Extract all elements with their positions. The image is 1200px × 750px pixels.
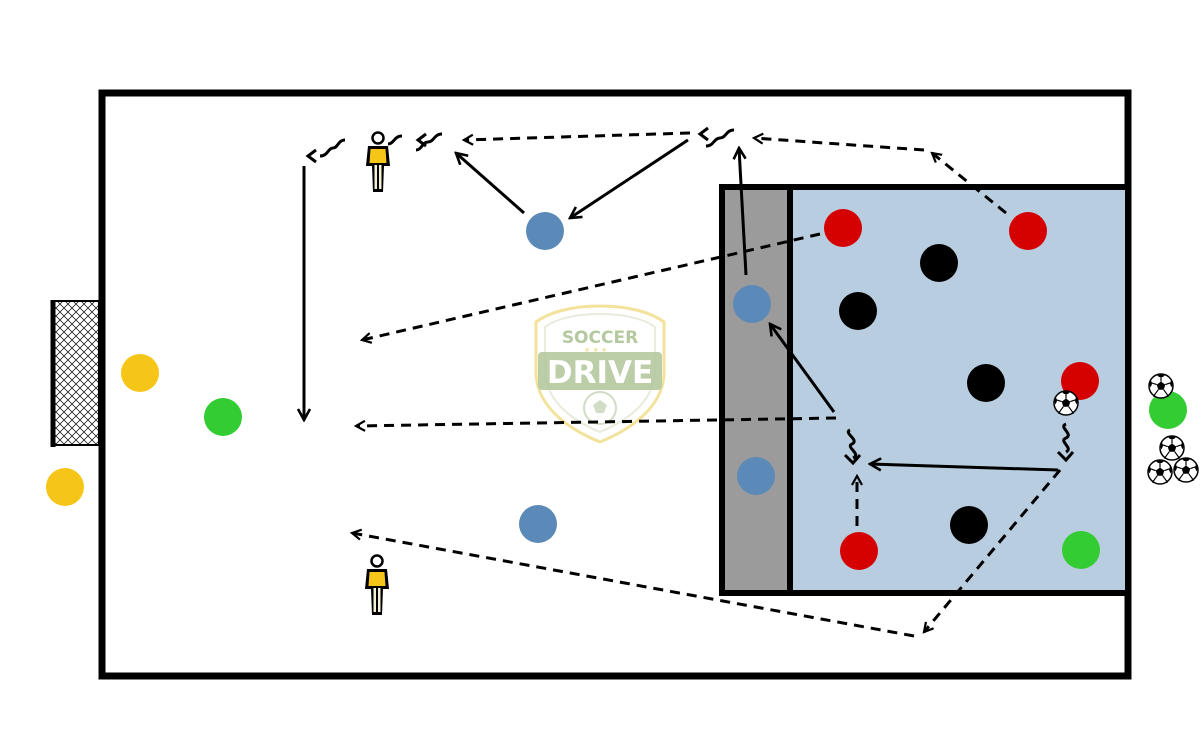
- dribble-squiggle: [846, 428, 858, 460]
- yellow-players: [46, 354, 159, 506]
- dribble-arrowhead: [1056, 450, 1075, 463]
- soccer-ball-icon: [1159, 435, 1185, 461]
- soccer-ball-icon: [1147, 459, 1173, 485]
- dribble-squiggle: [1062, 422, 1070, 454]
- player-yellow: [121, 354, 159, 392]
- run-arrow: [456, 153, 525, 215]
- player-red: [1009, 212, 1047, 250]
- dribble-arrowhead: [697, 126, 709, 142]
- dribble-marks: [305, 126, 1075, 466]
- dribble-squiggle: [415, 132, 443, 152]
- player-blue: [519, 505, 557, 543]
- pass-line: [352, 533, 915, 638]
- dribble-arrowhead: [415, 132, 427, 148]
- player-blue: [737, 457, 775, 495]
- player-black: [950, 506, 988, 544]
- green-players: [204, 391, 1187, 569]
- blue-players: [519, 212, 775, 543]
- dribble-arrowhead: [305, 148, 317, 164]
- grey-channel-zone: [719, 184, 793, 596]
- pass-line: [924, 469, 1062, 632]
- goal-net-icon: [50, 300, 100, 447]
- black-players: [839, 244, 1005, 544]
- player-yellow: [46, 468, 84, 506]
- player-red: [1061, 362, 1099, 400]
- run-arrow: [570, 138, 689, 218]
- player-black: [967, 364, 1005, 402]
- run-arrow: [770, 324, 836, 413]
- dribble-squiggle: [705, 128, 735, 148]
- watermark-main-text: DRIVE: [547, 355, 653, 391]
- player-red: [824, 209, 862, 247]
- run-arrows: [304, 138, 1059, 472]
- soccer-ball-icon: [1148, 373, 1174, 399]
- dribble-arrowhead: [843, 453, 862, 466]
- player-blue: [526, 212, 564, 250]
- watermark-top-text: SOCCER: [562, 328, 638, 348]
- player-black: [839, 292, 877, 330]
- soccer-ball-icon: [1053, 390, 1079, 416]
- pass-lines: [352, 131, 1062, 638]
- soccer-ball-icon: [1173, 457, 1199, 483]
- run-arrow: [739, 148, 748, 276]
- player-blue: [733, 285, 771, 323]
- dribble-squiggle: [319, 138, 346, 158]
- player-red: [840, 532, 878, 570]
- player-green: [1062, 531, 1100, 569]
- svg-text:★ ★ ★: ★ ★ ★: [584, 346, 607, 354]
- soccer-drive-watermark: SOCCER ★ ★ ★ DRIVE: [534, 304, 666, 444]
- player-green: [1149, 391, 1187, 429]
- player-green: [204, 398, 242, 436]
- run-arrow: [870, 464, 1059, 472]
- pass-line: [754, 138, 925, 152]
- pass-line: [464, 131, 691, 140]
- red-players: [824, 209, 1099, 570]
- dribble-squiggle: [387, 134, 403, 146]
- pass-line: [362, 232, 821, 340]
- player-black: [920, 244, 958, 282]
- pass-line: [356, 416, 837, 426]
